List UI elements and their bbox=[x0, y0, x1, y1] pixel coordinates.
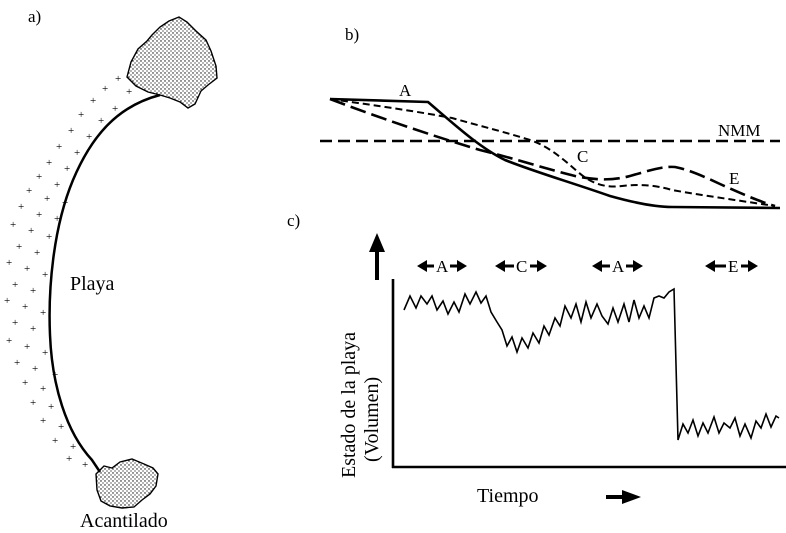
svg-text:+: + bbox=[16, 241, 22, 253]
svg-text:+: + bbox=[102, 83, 108, 95]
svg-text:+: + bbox=[82, 459, 88, 471]
svg-text:+: + bbox=[70, 441, 76, 453]
panel-b: b) A C E NMM bbox=[320, 25, 781, 210]
svg-text:+: + bbox=[74, 147, 80, 159]
profile-c-line bbox=[329, 98, 776, 207]
svg-text:+: + bbox=[22, 377, 28, 389]
panel-c-label: c) bbox=[287, 211, 300, 230]
svg-text:+: + bbox=[58, 421, 64, 433]
svg-text:+: + bbox=[86, 131, 92, 143]
beach-label: Playa bbox=[70, 273, 115, 295]
panel-c: c) Estado de la playa (Volumen) Tiempo A bbox=[287, 211, 786, 507]
svg-text:+: + bbox=[14, 357, 20, 369]
svg-text:+: + bbox=[54, 213, 60, 225]
svg-text:+: + bbox=[4, 295, 10, 307]
svg-text:+: + bbox=[36, 209, 42, 221]
y-axis-label-line2: (Volumen) bbox=[361, 377, 383, 462]
svg-text:+: + bbox=[68, 125, 74, 137]
state-segment-label-4: E bbox=[728, 257, 738, 276]
svg-text:+: + bbox=[30, 397, 36, 409]
svg-text:+: + bbox=[36, 171, 42, 183]
state-segment-label-1: A bbox=[436, 257, 449, 276]
svg-text:+: + bbox=[26, 185, 32, 197]
state-segment-3: A bbox=[592, 257, 643, 276]
svg-text:+: + bbox=[66, 453, 72, 465]
profile-a-line bbox=[329, 97, 781, 210]
svg-text:+: + bbox=[6, 257, 12, 269]
svg-text:+: + bbox=[40, 307, 46, 319]
svg-text:+: + bbox=[18, 201, 24, 213]
svg-text:+: + bbox=[30, 285, 36, 297]
sea-level-label: NMM bbox=[718, 121, 761, 140]
svg-text:+: + bbox=[28, 225, 34, 237]
x-axis-arrow bbox=[606, 490, 641, 504]
svg-text:+: + bbox=[54, 179, 60, 191]
beach-shoreline bbox=[48, 93, 161, 473]
panel-a-label: a) bbox=[28, 7, 41, 26]
svg-text:+: + bbox=[115, 73, 121, 85]
panel-a: a) ++ ++ ++ ++ ++ ++ ++ ++ ++ ++ ++ ++ +… bbox=[4, 7, 218, 532]
svg-text:+: + bbox=[56, 141, 62, 153]
state-segment-label-2: C bbox=[516, 257, 527, 276]
svg-text:+: + bbox=[126, 86, 132, 98]
svg-text:+: + bbox=[24, 341, 30, 353]
upper-headland bbox=[126, 16, 218, 109]
svg-text:+: + bbox=[40, 415, 46, 427]
lower-headland bbox=[95, 458, 159, 509]
svg-text:+: + bbox=[98, 115, 104, 127]
x-axis-label: Tiempo bbox=[477, 485, 539, 507]
svg-text:+: + bbox=[52, 435, 58, 447]
svg-text:+: + bbox=[64, 163, 70, 175]
svg-text:+: + bbox=[90, 95, 96, 107]
svg-text:+: + bbox=[6, 335, 12, 347]
profile-e-line bbox=[329, 97, 776, 208]
volume-trace bbox=[403, 287, 780, 441]
profile-a-label: A bbox=[399, 81, 412, 100]
svg-text:+: + bbox=[44, 193, 50, 205]
svg-text:+: + bbox=[32, 363, 38, 375]
sea-crosses: ++ ++ ++ ++ ++ ++ ++ ++ ++ ++ ++ ++ ++ +… bbox=[4, 73, 132, 471]
svg-text:+: + bbox=[46, 157, 52, 169]
y-axis-label-line1: Estado de la playa bbox=[338, 332, 360, 478]
profile-e-label: E bbox=[729, 169, 739, 188]
svg-text:+: + bbox=[12, 279, 18, 291]
svg-text:+: + bbox=[112, 103, 118, 115]
panel-b-label: b) bbox=[345, 25, 359, 44]
svg-text:+: + bbox=[42, 269, 48, 281]
state-segment-1: A bbox=[417, 257, 467, 276]
svg-text:+: + bbox=[42, 347, 48, 359]
cliff-label: Acantilado bbox=[80, 510, 168, 532]
svg-text:+: + bbox=[10, 219, 16, 231]
svg-text:+: + bbox=[22, 301, 28, 313]
state-segment-2: C bbox=[495, 257, 547, 276]
svg-text:+: + bbox=[48, 401, 54, 413]
svg-text:+: + bbox=[40, 383, 46, 395]
svg-text:+: + bbox=[34, 247, 40, 259]
y-axis-arrow bbox=[369, 233, 385, 280]
svg-text:+: + bbox=[12, 317, 18, 329]
svg-text:+: + bbox=[52, 369, 58, 381]
svg-text:+: + bbox=[78, 109, 84, 121]
svg-text:+: + bbox=[24, 263, 30, 275]
svg-text:+: + bbox=[46, 231, 52, 243]
state-segment-label-3: A bbox=[612, 257, 625, 276]
state-segment-4: E bbox=[705, 257, 758, 276]
profile-c-label: C bbox=[577, 147, 588, 166]
svg-text:+: + bbox=[30, 323, 36, 335]
svg-text:+: + bbox=[62, 197, 68, 209]
